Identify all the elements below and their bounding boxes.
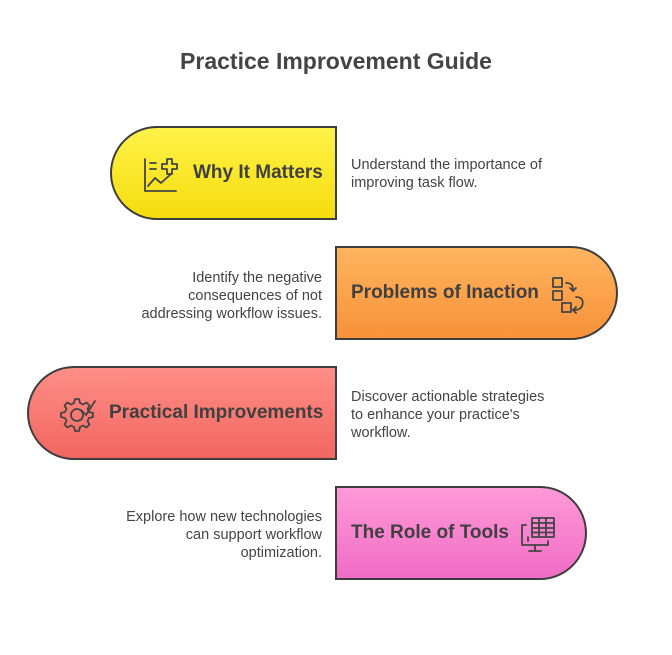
description-line: consequences of not — [188, 288, 322, 304]
description-line: improving task flow. — [351, 175, 478, 191]
description-line: optimization. — [240, 545, 322, 561]
description-line: addressing workflow issues. — [141, 306, 322, 322]
description-line: workflow. — [351, 425, 411, 441]
description-line: Understand the importance of — [351, 157, 543, 173]
step-description: Identify the negative consequences of no… — [120, 269, 322, 323]
computer-table-icon — [518, 515, 558, 555]
step-label: Practical Improvements — [109, 402, 324, 423]
gear-check-icon — [57, 395, 97, 435]
description-line: to enhance your practice's — [351, 407, 520, 423]
step-label: Problems of Inaction — [351, 282, 539, 303]
step-label: Why It Matters — [193, 162, 323, 183]
description-line: can support workflow — [185, 527, 322, 543]
description-line: Discover actionable strategies — [351, 389, 545, 405]
step-label: The Role of Tools — [351, 522, 509, 543]
chart-plus-icon — [140, 155, 180, 195]
page-title: Practice Improvement Guide — [180, 48, 492, 74]
step-practical-improvements: Practical Improvements — [27, 366, 337, 460]
workflow-arrows-icon — [549, 275, 589, 315]
step-description: Understand the importance of improving t… — [351, 156, 542, 192]
step-why-it-matters: Why It Matters — [110, 126, 337, 220]
step-description: Discover actionable strategies to enhanc… — [351, 388, 544, 442]
step-problems-of-inaction: Problems of Inaction — [335, 246, 618, 340]
description-line: Explore how new technologies — [126, 509, 322, 525]
description-line: Identify the negative — [192, 270, 322, 286]
step-the-role-of-tools: The Role of Tools — [335, 486, 587, 580]
step-description: Explore how new technologies can support… — [100, 508, 322, 562]
